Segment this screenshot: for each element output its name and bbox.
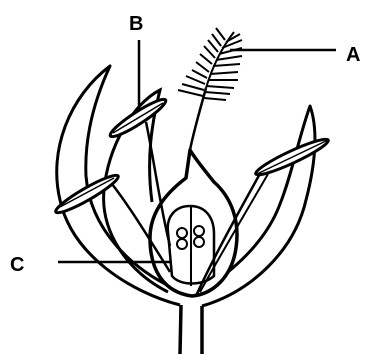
pedicel [180,305,202,354]
label-b: B [129,13,143,35]
ovary [150,150,237,296]
label-c: C [10,254,24,276]
label-a: A [346,44,360,66]
stigma [178,28,242,100]
style [190,88,206,150]
